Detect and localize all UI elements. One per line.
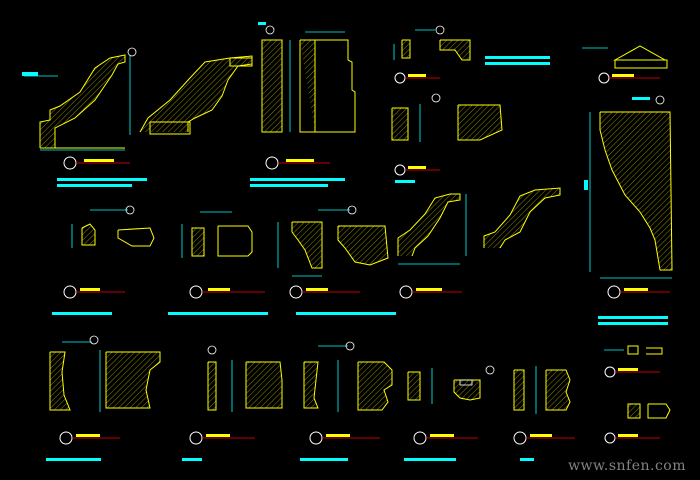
- detail-roof-elevation: [582, 45, 668, 84]
- detail-tall-cornice: [584, 95, 673, 325]
- detail-row2-a: [52, 205, 155, 315]
- detail-callout-icon: [289, 285, 303, 299]
- detail-callout-icon: [607, 285, 621, 299]
- detail-row3-b: [182, 345, 283, 461]
- detail-callout-icon: [63, 285, 77, 299]
- detail-callout-icon: [399, 285, 413, 299]
- detail-row3-d: [404, 365, 495, 461]
- detail-callout-icon: [189, 431, 203, 445]
- elevation-triangle-icon: [613, 45, 667, 61]
- detail-callout-icon: [265, 156, 279, 170]
- detail-callout-icon: [413, 431, 427, 445]
- detail-cornice-2: [139, 55, 345, 187]
- site-watermark: www.snfen.com: [568, 458, 686, 474]
- detail-callout-icon: [394, 72, 406, 84]
- detail-row2-d: [397, 187, 561, 299]
- detail-row3-e: [513, 366, 575, 461]
- detail-callout-icon: [604, 366, 616, 378]
- detail-callout-icon: [513, 431, 527, 445]
- detail-callout-icon: [394, 164, 406, 176]
- detail-callout-icon: [604, 432, 616, 444]
- detail-callout-icon: [59, 431, 73, 445]
- detail-callout-icon: [598, 72, 610, 84]
- detail-row3-a: [46, 335, 161, 461]
- detail-row2-c: [277, 205, 396, 315]
- detail-small-molding-b: [391, 93, 503, 183]
- detail-cornice-1: [22, 47, 147, 187]
- detail-vertical-molding: [258, 22, 356, 133]
- detail-row2-b: [168, 211, 268, 315]
- detail-row3-f: [604, 345, 671, 444]
- detail-callout-icon: [189, 285, 203, 299]
- detail-callout-icon: [309, 431, 323, 445]
- detail-callout-icon: [63, 156, 77, 170]
- detail-row3-c: [300, 341, 393, 461]
- detail-small-molding-a: [393, 25, 550, 84]
